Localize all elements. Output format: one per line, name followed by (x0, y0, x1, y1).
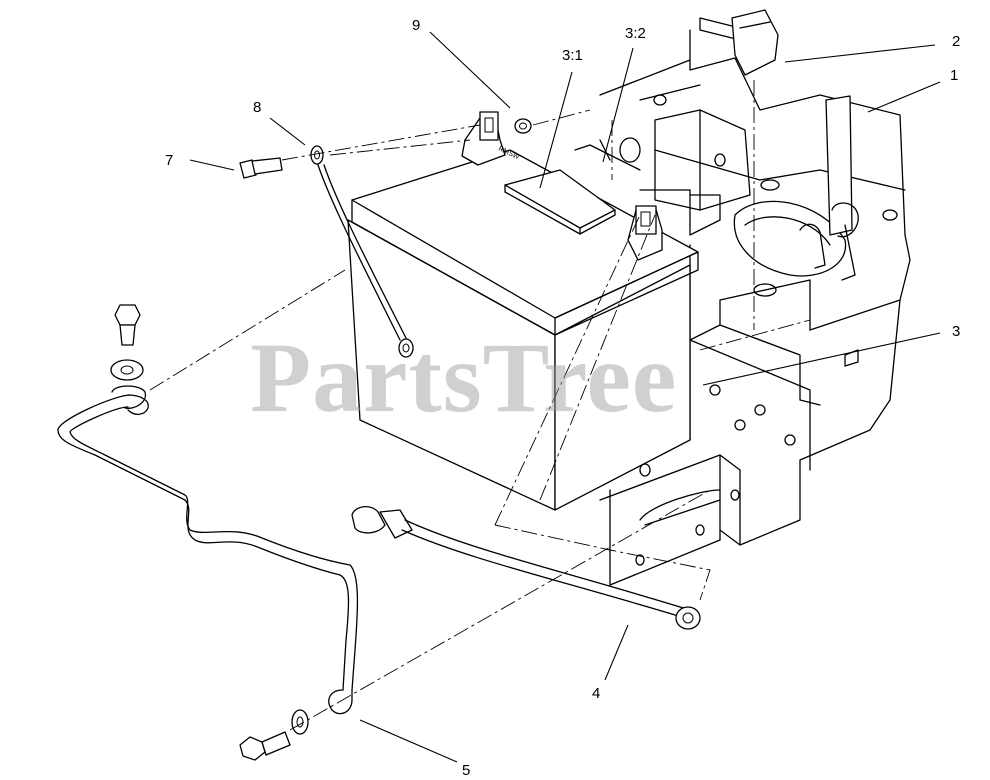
bolt-washer-top (110, 304, 147, 409)
callout-8: 8 (253, 99, 261, 116)
bolt-washer-bottom (239, 709, 309, 761)
callout-5: 5 (462, 762, 470, 779)
knob (699, 9, 779, 76)
battery: RMSW (347, 111, 699, 511)
callout-1: 1 (950, 67, 958, 84)
callout-3-1: 3:1 (562, 47, 583, 64)
callout-7: 7 (165, 152, 173, 169)
leader-lines (189, 31, 941, 763)
bolt-7 (239, 157, 283, 179)
callout-3-2: 3:2 (625, 25, 646, 42)
callout-2: 2 (952, 33, 960, 50)
callout-4: 4 (592, 685, 600, 702)
callout-3: 3 (952, 323, 960, 340)
assembly-lines (149, 80, 811, 731)
nut-9 (514, 118, 532, 134)
battery-cable-4 (351, 506, 701, 630)
hold-down-rod-5 (57, 394, 359, 715)
lever-rod (799, 95, 859, 281)
battery-cable-8 (310, 145, 414, 358)
callout-9: 9 (412, 17, 420, 34)
